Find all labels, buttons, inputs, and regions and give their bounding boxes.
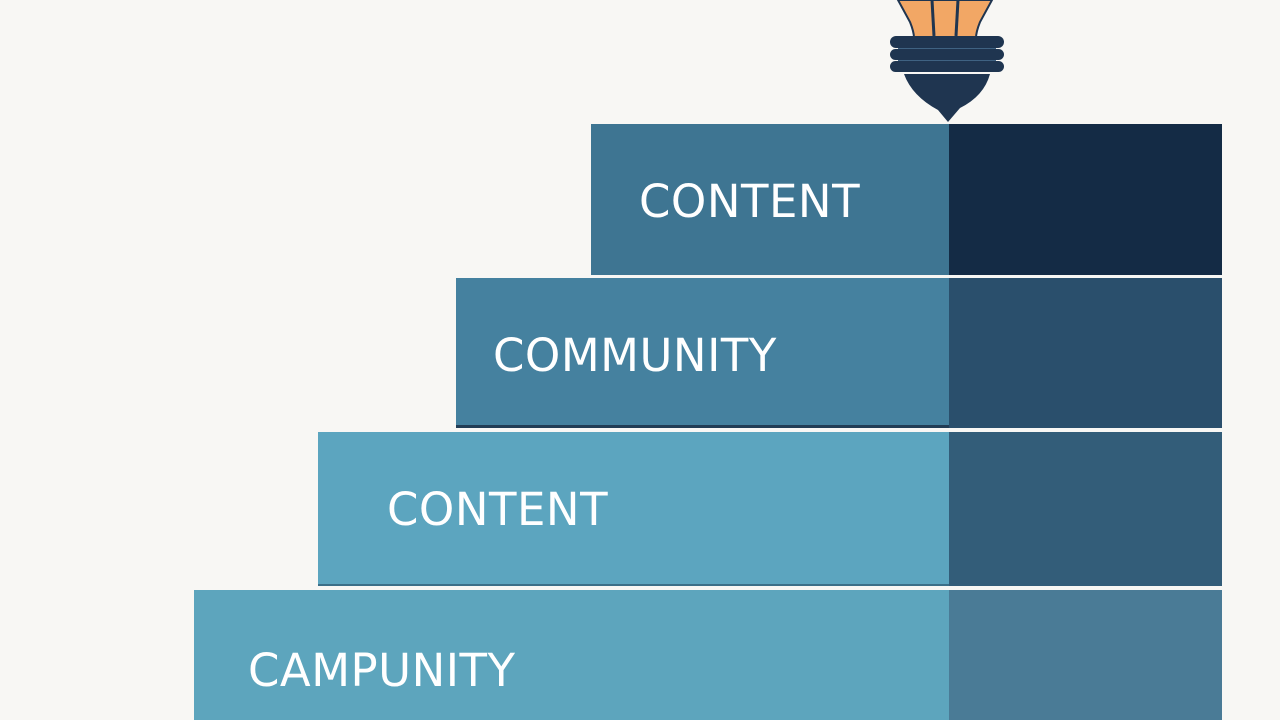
step-label: CAMPUNITY — [248, 644, 516, 697]
step-front — [591, 124, 949, 275]
step-side — [949, 124, 1222, 275]
step-label: COMMUNITY — [493, 329, 777, 382]
step-side — [949, 590, 1222, 720]
step-side — [949, 432, 1222, 586]
step-label: CONTENT — [639, 175, 861, 228]
step-side — [949, 278, 1222, 428]
step-front — [194, 590, 949, 720]
step-front — [456, 278, 949, 428]
step-front — [318, 432, 949, 586]
step-label: CONTENT — [387, 483, 609, 536]
step-2: COMMUNITY — [456, 278, 1222, 428]
step-4: CAMPUNITY — [194, 590, 1222, 720]
step-1: CONTENT — [591, 124, 1222, 275]
lightbulb-icon — [880, 0, 1010, 126]
step-3: CONTENT — [318, 432, 1222, 586]
